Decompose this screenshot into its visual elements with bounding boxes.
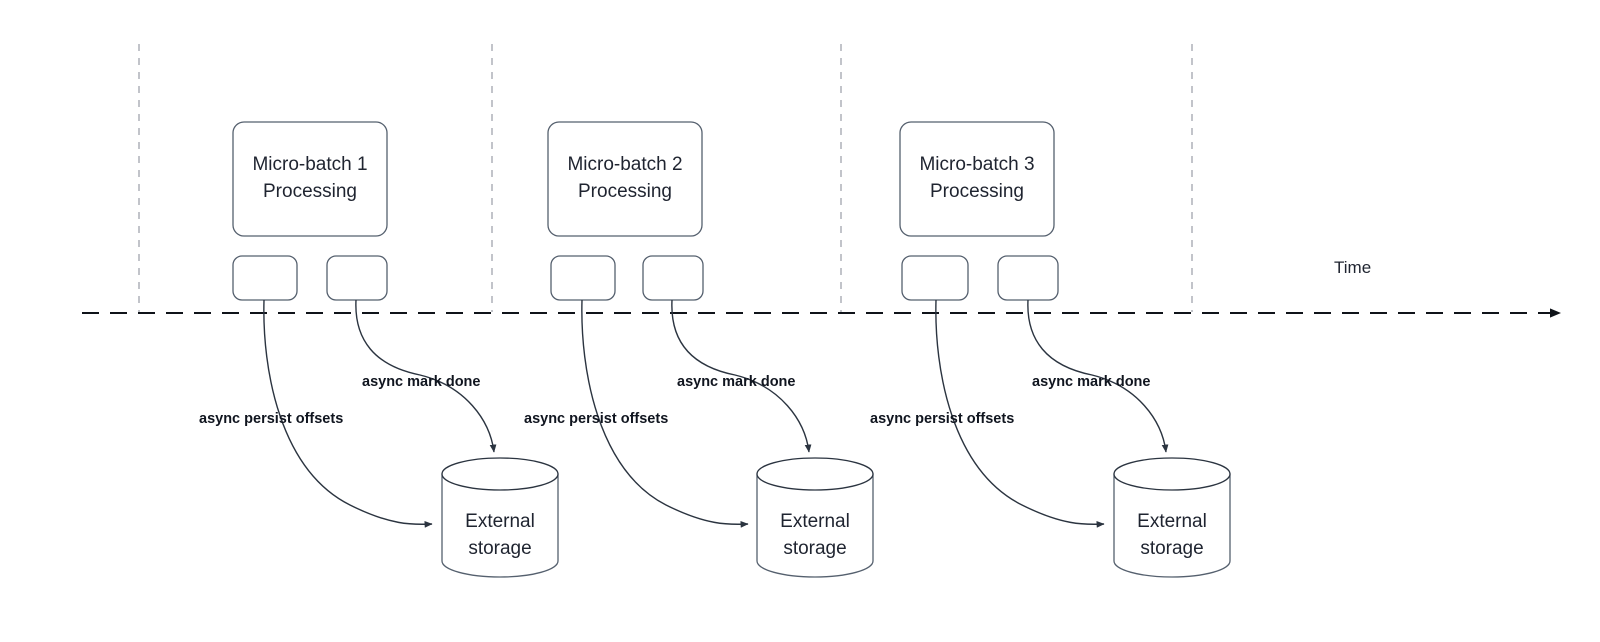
group-3: Micro-batch 3 Processing async persist o…: [870, 121, 1231, 578]
edge-async-mark-done-2: [671, 299, 812, 453]
timeline-tick-lines: [138, 44, 1193, 312]
micro-batch-1-task-b-box[interactable]: [326, 255, 388, 301]
time-axis-label: Time: [1334, 258, 1371, 277]
external-storage-1-label-line1: External: [465, 511, 535, 532]
external-storage-3-label-line1: External: [1137, 511, 1207, 532]
edge-async-mark-done-3: [1027, 299, 1169, 453]
edge-async-persist-offsets-2: [581, 299, 749, 528]
edge-label-async-persist-offsets-2: async persist offsets: [524, 411, 668, 427]
edge-label-async-persist-offsets-1: async persist offsets: [199, 411, 343, 427]
edge-label-async-mark-done-1: async mark done: [362, 374, 480, 390]
external-storage-2-label-line1: External: [780, 511, 850, 532]
external-storage-3-label-line2: storage: [1140, 538, 1203, 559]
edge-async-persist-offsets-1: [263, 299, 433, 528]
micro-batch-3-task-a-box[interactable]: [901, 255, 969, 301]
external-storage-1[interactable]: [441, 457, 559, 578]
micro-batch-3-box[interactable]: [899, 121, 1055, 237]
edge-label-async-persist-offsets-3: async persist offsets: [870, 411, 1014, 427]
micro-batch-3-label-line1: Micro-batch 3: [919, 154, 1034, 175]
external-storage-3[interactable]: [1113, 457, 1231, 578]
edge-async-persist-offsets-3: [935, 299, 1105, 528]
micro-batch-2-box[interactable]: [547, 121, 703, 237]
external-storage-2[interactable]: [756, 457, 874, 578]
micro-batch-2-label-line1: Micro-batch 2: [567, 154, 682, 175]
micro-batch-2-task-a-box[interactable]: [550, 255, 616, 301]
external-storage-1-label-line2: storage: [468, 538, 531, 559]
external-storage-2-label-line2: storage: [783, 538, 846, 559]
micro-batch-1-box[interactable]: [232, 121, 388, 237]
micro-batch-1-label-line1: Micro-batch 1: [252, 154, 367, 175]
group-1: Micro-batch 1 Processing async persist o…: [199, 121, 559, 578]
micro-batch-2-label-line2: Processing: [578, 181, 672, 202]
micro-batch-3-task-b-box[interactable]: [997, 255, 1059, 301]
micro-batch-1-label-line2: Processing: [263, 181, 357, 202]
group-2: Micro-batch 2 Processing async persist o…: [524, 121, 874, 578]
edge-async-mark-done-1: [355, 299, 497, 453]
edge-label-async-mark-done-3: async mark done: [1032, 374, 1150, 390]
edge-label-async-mark-done-2: async mark done: [677, 374, 795, 390]
micro-batch-1-task-a-box[interactable]: [232, 255, 298, 301]
micro-batch-3-label-line2: Processing: [930, 181, 1024, 202]
micro-batch-2-task-b-box[interactable]: [642, 255, 704, 301]
